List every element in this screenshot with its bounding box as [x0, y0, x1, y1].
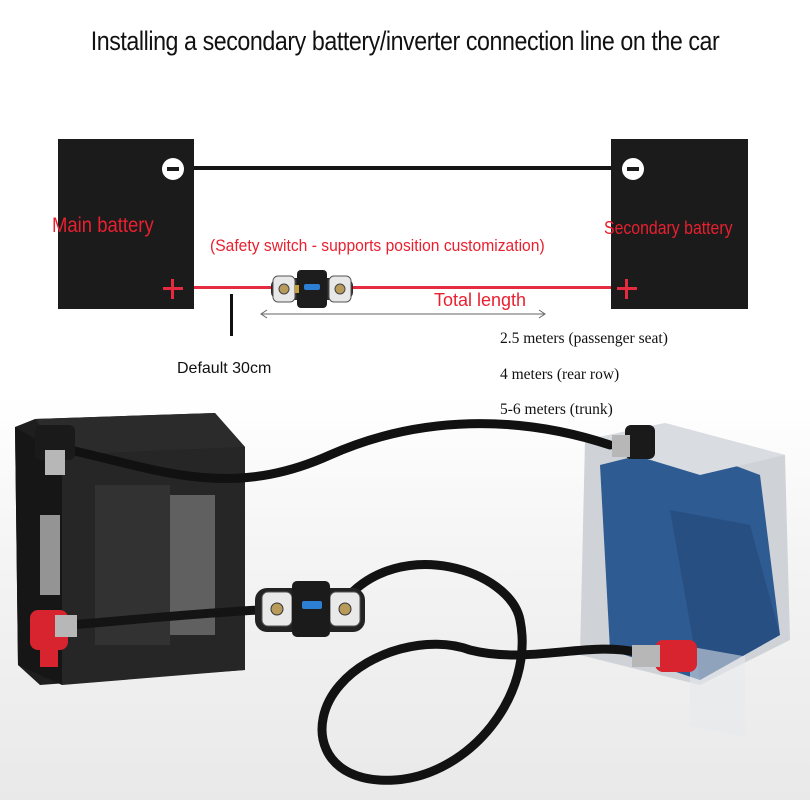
secondary-battery-label: Secondary battery — [604, 218, 733, 238]
circuit-breaker-photo — [255, 581, 365, 637]
positive-cable-photo — [65, 605, 265, 630]
secondary-negative-clamp-photo — [612, 425, 655, 459]
positive-wire — [194, 286, 611, 289]
main-negative-clamp-photo — [35, 425, 75, 475]
total-length-label: Total length — [434, 290, 527, 310]
default-length-marker — [230, 294, 233, 336]
main-positive-terminal-icon — [163, 279, 183, 299]
secondary-battery-photo — [580, 423, 790, 737]
safety-switch-caption: (Safety switch - supports position custo… — [210, 236, 545, 255]
battery-photo-illustration — [15, 413, 790, 785]
main-battery-label: Main battery — [52, 214, 154, 237]
length-option-passenger: 2.5 meters (passenger seat) — [500, 330, 668, 347]
negative-wire — [194, 166, 611, 170]
secondary-positive-clamp-photo — [632, 640, 697, 672]
secondary-positive-terminal-icon — [617, 279, 637, 299]
main-negative-terminal-icon — [162, 158, 184, 180]
length-option-trunk: 5-6 meters (trunk) — [500, 401, 613, 418]
loop-cable-photo — [317, 560, 645, 785]
length-option-rear: 4 meters (rear row) — [500, 366, 620, 383]
main-positive-clamp-photo — [30, 610, 77, 667]
default-length-label: Default 30cm — [177, 360, 272, 377]
negative-cable-photo — [65, 419, 615, 483]
circuit-breaker-icon — [271, 270, 353, 308]
length-arrow — [260, 309, 546, 319]
page-title: Installing a secondary battery/inverter … — [90, 26, 720, 56]
secondary-negative-terminal-icon — [622, 158, 644, 180]
